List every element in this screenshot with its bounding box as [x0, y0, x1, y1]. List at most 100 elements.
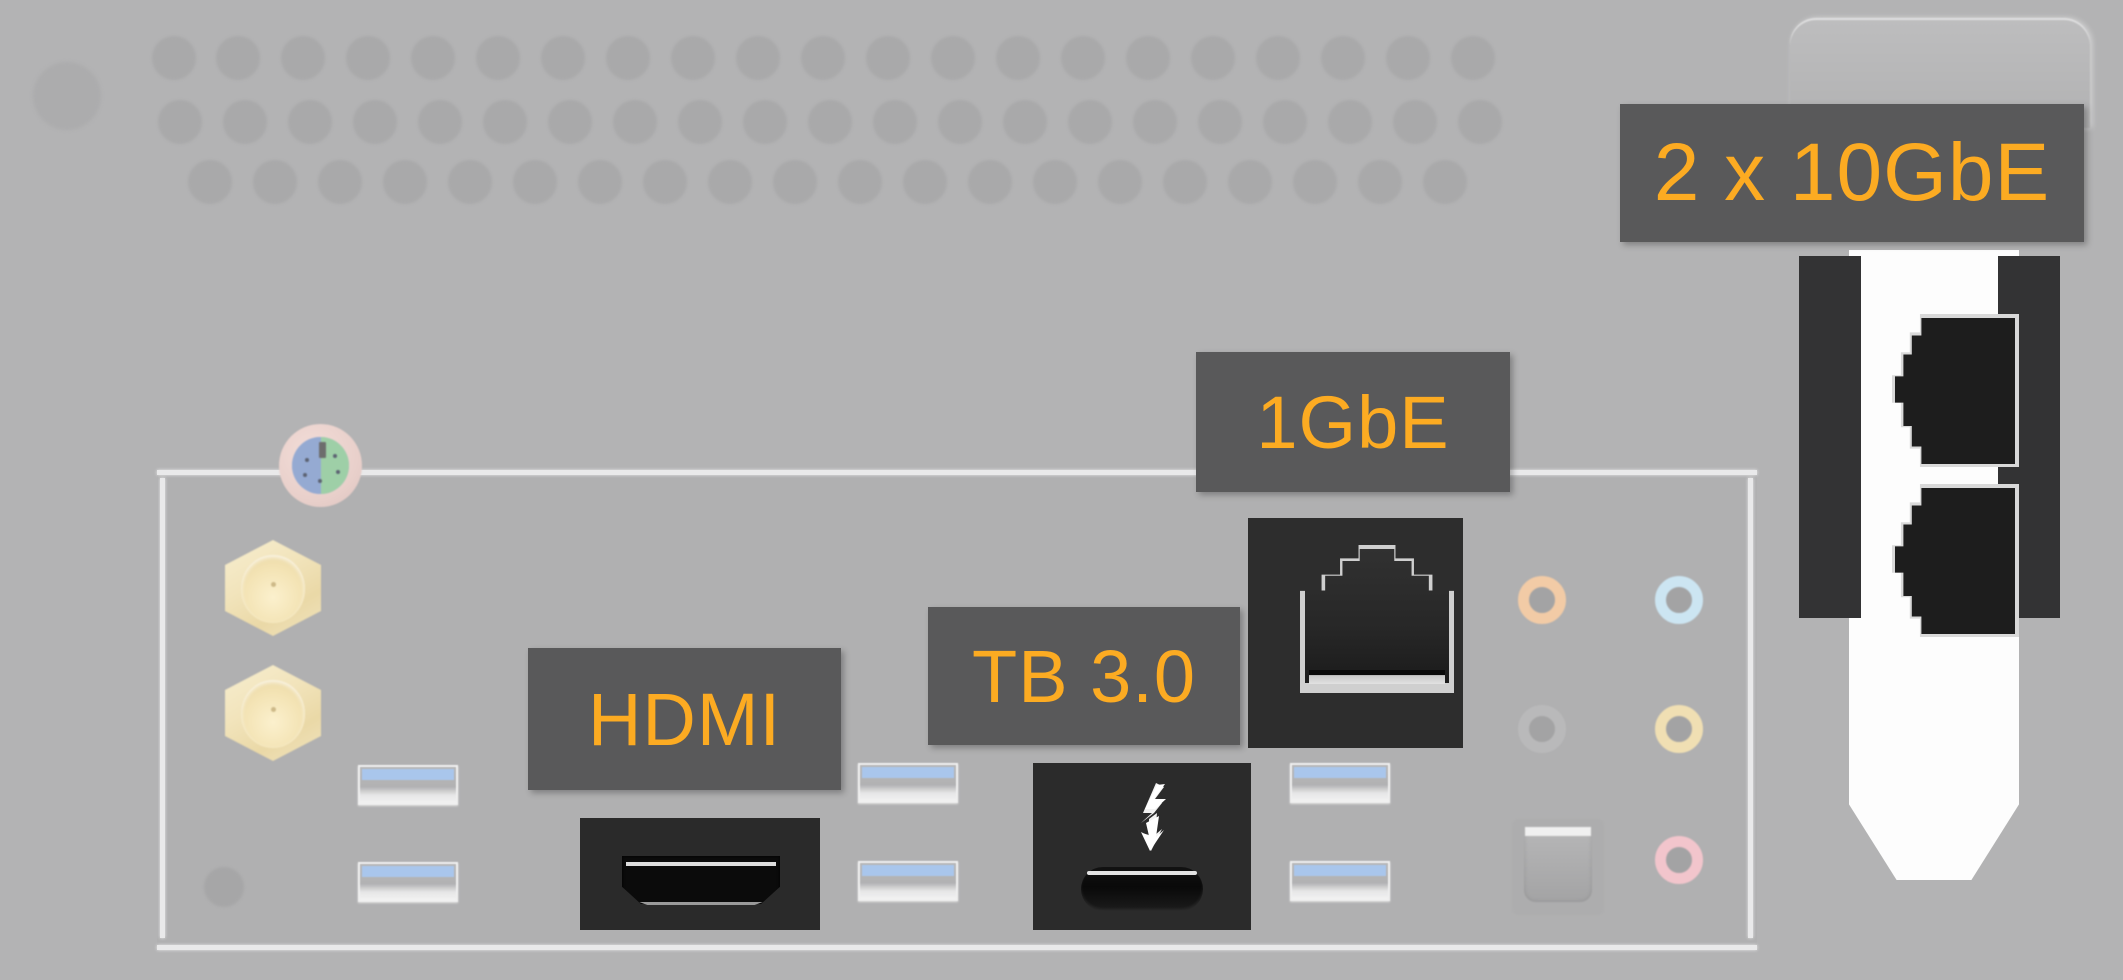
vent-hole	[931, 36, 975, 80]
usb-3-port-2[interactable]	[358, 862, 458, 902]
hdmi-port[interactable]	[580, 818, 820, 930]
vent-hole	[743, 100, 787, 144]
spdif-door	[1524, 828, 1592, 902]
vent-hole	[1328, 100, 1372, 144]
callout-10gbe: 2 x 10GbE	[1620, 104, 2084, 242]
vent-hole	[1191, 36, 1235, 80]
vent-hole	[1263, 100, 1307, 144]
hdmi-top-lip	[626, 862, 776, 866]
vent-hole	[318, 160, 362, 204]
ps2-pin-hole	[318, 479, 323, 484]
vent-hole	[483, 100, 527, 144]
ps2-combo-port[interactable]	[279, 424, 362, 507]
ps2-keying-slot	[319, 441, 327, 458]
audio-jack-line-in[interactable]	[1655, 576, 1703, 624]
vent-hole	[216, 36, 260, 80]
vent-hole	[671, 36, 715, 80]
vent-hole	[353, 100, 397, 144]
rj45-10gbe-port-top[interactable]	[1895, 318, 2015, 464]
vent-hole	[968, 160, 1012, 204]
vent-hole	[188, 160, 232, 204]
vent-hole	[1133, 100, 1177, 144]
vent-hole	[541, 36, 585, 80]
vent-hole	[1198, 100, 1242, 144]
io-shield-edge-right	[1748, 478, 1753, 938]
vent-hole	[606, 36, 650, 80]
vent-hole	[678, 100, 722, 144]
vent-hole	[418, 100, 462, 144]
vent-hole	[1068, 100, 1112, 144]
ps2-pin-hole	[336, 470, 341, 475]
vent-hole	[1358, 160, 1402, 204]
vent-hole	[1228, 160, 1272, 204]
usb-tab	[362, 769, 454, 780]
usb-3-port-4[interactable]	[858, 861, 958, 901]
ps2-pin-hole	[333, 454, 338, 459]
spdif-optical-out-port[interactable]	[1512, 819, 1604, 915]
antenna-pin	[271, 582, 277, 588]
vent-hole	[838, 160, 882, 204]
thunderbolt-3-port[interactable]	[1033, 763, 1251, 930]
vent-hole	[1451, 36, 1495, 80]
vent-hole	[548, 100, 592, 144]
io-shield-edge-left	[160, 478, 165, 938]
wifi-antenna-connector-top[interactable]	[225, 540, 321, 636]
ps2-keyboard-half	[292, 437, 321, 494]
vent-hole	[1458, 100, 1502, 144]
ps2-inner-face	[292, 437, 349, 494]
vent-hole	[1321, 36, 1365, 80]
vent-hole	[873, 100, 917, 144]
vent-hole	[513, 160, 557, 204]
callout-1gbe: 1GbE	[1196, 352, 1510, 492]
vent-hole	[903, 160, 947, 204]
callout-thunderbolt: TB 3.0	[928, 607, 1240, 745]
vent-hole	[808, 100, 852, 144]
usb-3-port-1[interactable]	[358, 765, 458, 805]
vent-hole	[578, 160, 622, 204]
vent-hole	[1098, 160, 1142, 204]
vent-hole	[288, 100, 332, 144]
usb-3-port-5[interactable]	[1290, 763, 1390, 803]
vent-hole	[158, 100, 202, 144]
usb-tab	[362, 866, 454, 877]
vent-hole	[938, 100, 982, 144]
chassis-mounting-hole	[33, 62, 101, 130]
vent-hole	[736, 36, 780, 80]
vent-hole	[1393, 100, 1437, 144]
vent-hole	[996, 36, 1040, 80]
vent-hole	[411, 36, 455, 80]
vent-hole	[346, 36, 390, 80]
antenna-pin	[271, 707, 277, 713]
hdmi-bottom-lip	[639, 902, 763, 905]
antenna-ring	[241, 680, 305, 748]
callout-hdmi: HDMI	[528, 648, 841, 790]
vent-hole	[1293, 160, 1337, 204]
io-shield-edge-top	[157, 470, 1757, 475]
rj45-10gbe-port-bottom[interactable]	[1895, 488, 2015, 634]
vent-hole	[1003, 100, 1047, 144]
vent-hole	[1386, 36, 1430, 80]
vent-hole	[1126, 36, 1170, 80]
vent-hole	[152, 36, 196, 80]
ps2-pin-hole	[304, 457, 309, 462]
spdif-door-lip	[1525, 827, 1591, 836]
audio-jack-mic-in[interactable]	[1655, 836, 1703, 884]
usb-3-port-6[interactable]	[1290, 861, 1390, 901]
vent-hole	[1256, 36, 1300, 80]
audio-jack-side-surround[interactable]	[1518, 705, 1566, 753]
antenna-ring	[241, 555, 305, 623]
usb-c-tongue	[1087, 871, 1197, 875]
wifi-antenna-connector-bottom[interactable]	[225, 665, 321, 761]
ps2-pin-hole	[303, 473, 308, 478]
vent-hole	[801, 36, 845, 80]
io-shield-screw-hole	[204, 867, 244, 907]
audio-jack-rear-surround[interactable]	[1655, 705, 1703, 753]
vent-hole	[281, 36, 325, 80]
lightning-bolt-icon	[1141, 783, 1166, 851]
audio-jack-center-subwoofer[interactable]	[1518, 576, 1566, 624]
usb-tab	[862, 865, 954, 876]
vent-hole	[613, 100, 657, 144]
usb-3-port-3[interactable]	[858, 763, 958, 803]
vent-hole	[383, 160, 427, 204]
